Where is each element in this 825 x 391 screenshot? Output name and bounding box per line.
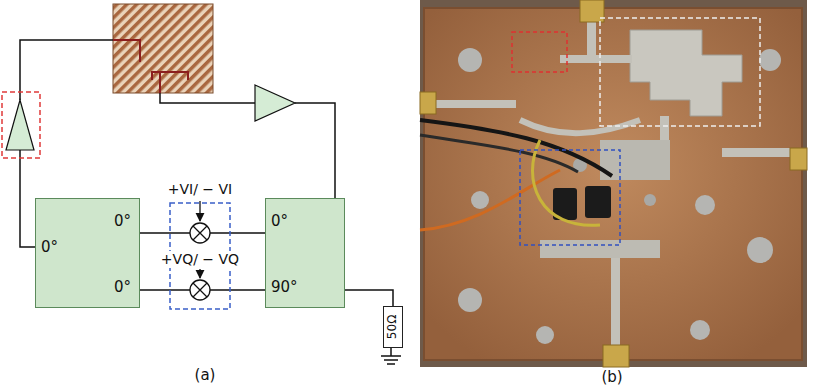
mixer-symbol [199, 269, 200, 278]
port-label: 90° [271, 279, 298, 296]
quadrature-hybrid: 0° 90° [265, 198, 345, 308]
pcb-photo [585, 186, 611, 218]
pcb-photo [560, 55, 632, 63]
pcb-photo [747, 237, 773, 263]
resistor-symbol: 50Ω [383, 306, 403, 348]
pcb-photo [420, 92, 436, 114]
wire [20, 40, 113, 100]
pcb-photo [420, 120, 612, 176]
wire [345, 290, 393, 306]
pcb-photo [520, 120, 640, 133]
port-label: 0° [41, 239, 58, 256]
panel-caption: (a) [193, 366, 218, 384]
hybrid-coupler: 0° 0° 0° [35, 198, 140, 308]
patch-antenna [113, 4, 213, 93]
port-label: 0° [114, 213, 131, 230]
mixer-symbol [199, 201, 200, 221]
port-label: 0° [271, 213, 288, 230]
patch-antenna [152, 72, 188, 93]
pcb-photo [603, 345, 629, 367]
mixer-symbol [190, 223, 210, 243]
mixer-symbol [193, 283, 207, 297]
pcb-photo [458, 48, 482, 72]
wire [160, 93, 255, 103]
pcb-photo [644, 194, 656, 206]
amplifier-symbol [255, 85, 295, 121]
pcb-photo [424, 8, 802, 360]
wire [295, 103, 335, 198]
pcb-photo [420, 0, 807, 367]
amplifier-symbol [2, 85, 295, 158]
pcb-photo [471, 191, 489, 209]
pcb-photo [533, 140, 601, 225]
patch-antenna [113, 40, 140, 62]
pcb-photo [690, 320, 710, 340]
pcb-photo [759, 49, 781, 71]
pcb-photo [600, 18, 760, 126]
wire [20, 40, 391, 356]
control-voltage: +VQ/ − VQ [159, 251, 241, 268]
control-voltage: +VI/ − VI [166, 181, 235, 198]
mixer-symbol [193, 226, 207, 240]
panel-caption: (b) [599, 368, 624, 386]
ground-symbol [387, 363, 395, 365]
ground-symbol [381, 356, 401, 364]
port-label: 0° [114, 279, 131, 296]
ground-symbol [381, 355, 401, 357]
wire [20, 150, 35, 247]
pcb-photo [458, 288, 482, 312]
wire [390, 348, 392, 356]
pcb-photo [790, 148, 807, 170]
pcb-photo [520, 150, 620, 245]
pcb-photo [540, 240, 660, 258]
mixer-symbol [190, 280, 210, 300]
pcb-photo [587, 18, 596, 58]
pcb-photo [536, 326, 554, 344]
amplifier-symbol [6, 100, 34, 150]
ground-symbol [384, 359, 398, 361]
pcb-photo [420, 0, 807, 367]
pcb-photo [722, 148, 794, 157]
patch-antenna [113, 4, 213, 93]
pcb-photo [695, 195, 715, 215]
resistor-value: 50Ω [386, 314, 400, 338]
amplifier-symbol [2, 92, 40, 158]
pcb-photo [420, 135, 578, 172]
pcb-photo [436, 100, 516, 108]
pcb-photo [630, 30, 742, 116]
pcb-photo [512, 32, 567, 72]
